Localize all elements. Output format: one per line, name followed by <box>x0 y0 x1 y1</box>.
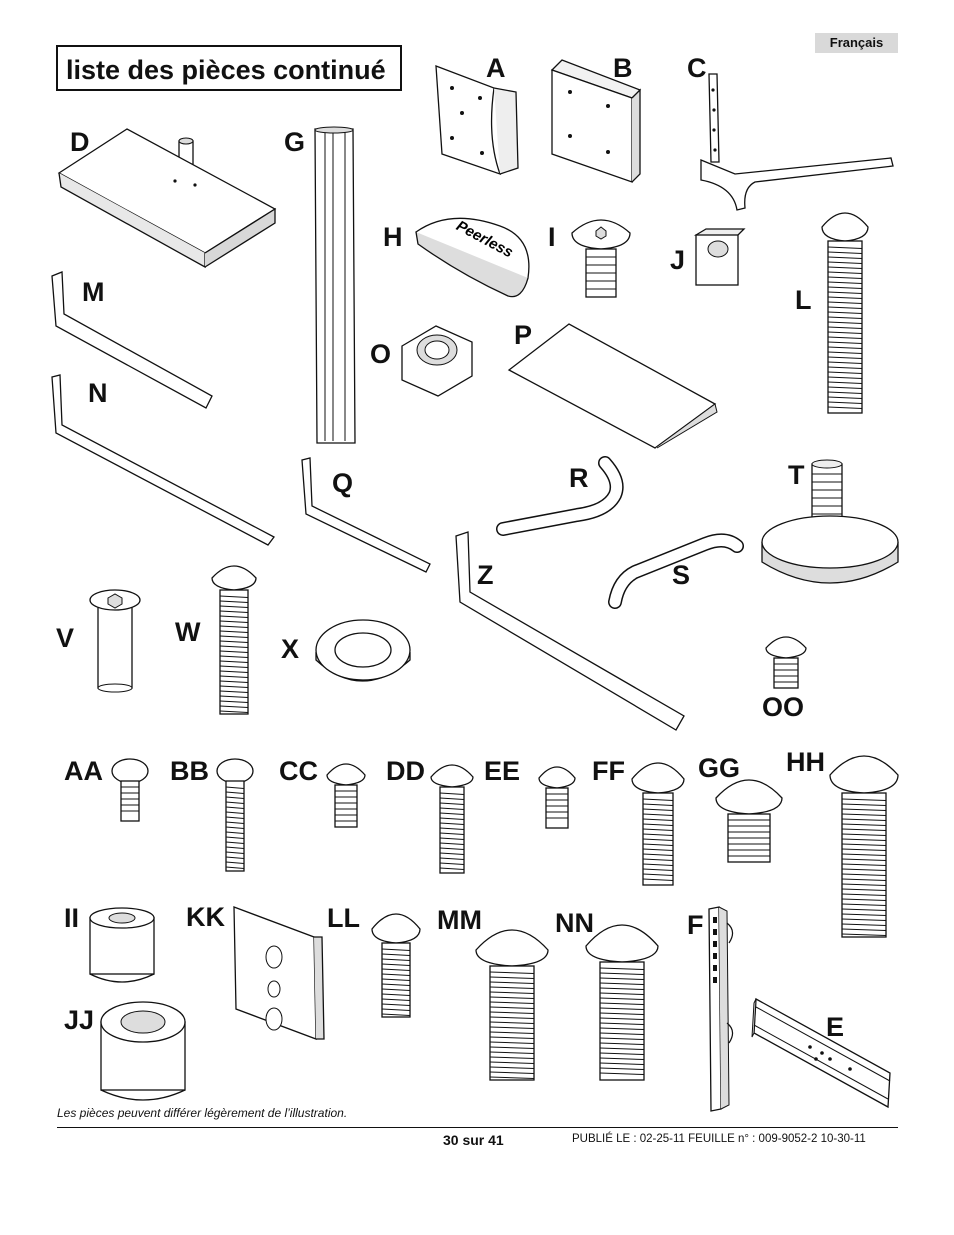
part-bb-illustration <box>216 758 254 872</box>
part-label-kk: KK <box>186 902 225 932</box>
part-label-r: R <box>569 463 589 493</box>
part-e-illustration <box>751 997 891 1109</box>
part-label-o: O <box>370 339 392 369</box>
language-badge: Français <box>815 33 898 53</box>
part-oo-illustration <box>765 636 807 689</box>
part-z-illustration <box>455 531 685 731</box>
part-label-s: S <box>672 560 691 590</box>
publication-info: PUBLIÉ LE : 02-25-11 FEUILLE n° : 009-90… <box>572 1133 866 1145</box>
part-label-d: D <box>70 127 90 157</box>
part-label-z: Z <box>477 560 494 590</box>
part-label-j: J <box>670 245 686 275</box>
part-mm-illustration <box>475 929 549 1081</box>
part-gg-illustration <box>715 779 783 863</box>
part-h-illustration: Peerless <box>415 217 530 298</box>
part-j-illustration <box>693 228 746 286</box>
part-f-illustration <box>708 906 734 1112</box>
disclaimer-note: Les pièces peuvent différer légèrement d… <box>57 1106 348 1120</box>
part-ll-illustration <box>371 913 421 1018</box>
part-m-illustration <box>51 271 213 409</box>
part-label-p: P <box>514 320 533 350</box>
part-label-ff: FF <box>592 756 625 786</box>
part-label-aa: AA <box>64 756 103 786</box>
part-v-illustration <box>89 589 141 693</box>
part-g-illustration <box>314 126 356 444</box>
part-t-illustration <box>761 459 899 584</box>
part-label-ii: II <box>64 903 80 933</box>
part-b-illustration <box>550 59 642 183</box>
part-label-v: V <box>56 623 75 653</box>
part-n-illustration <box>51 374 275 546</box>
part-x-illustration <box>315 619 411 682</box>
part-label-oo: OO <box>762 692 805 722</box>
part-label-a: A <box>486 53 506 83</box>
part-cc-illustration <box>326 763 366 828</box>
part-label-c: C <box>687 53 707 83</box>
part-label-nn: NN <box>555 908 594 938</box>
part-o-illustration <box>401 325 473 397</box>
page-title: liste des pièces continué <box>56 45 402 91</box>
part-label-h: H <box>383 222 403 252</box>
part-label-ee: EE <box>484 756 521 786</box>
part-w-illustration <box>211 565 257 715</box>
part-label-n: N <box>88 378 108 408</box>
part-label-l: L <box>795 285 812 315</box>
part-ee-illustration <box>538 766 576 829</box>
part-nn-illustration <box>585 924 659 1081</box>
part-jj-illustration <box>100 1001 186 1101</box>
part-label-cc: CC <box>279 756 318 786</box>
part-label-i: I <box>548 222 556 252</box>
part-label-mm: MM <box>437 905 482 935</box>
part-label-gg: GG <box>698 753 741 783</box>
part-r-illustration <box>496 456 624 536</box>
part-hh-illustration <box>829 755 899 938</box>
part-dd-illustration <box>430 764 474 874</box>
part-label-t: T <box>788 460 805 490</box>
part-label-w: W <box>175 617 201 647</box>
part-ff-illustration <box>631 762 685 886</box>
part-label-m: M <box>82 277 105 307</box>
part-label-x: X <box>281 634 300 664</box>
part-p-illustration <box>507 323 718 449</box>
footer-rule <box>57 1127 898 1128</box>
part-label-jj: JJ <box>64 1005 95 1035</box>
part-aa-illustration <box>111 758 149 822</box>
part-label-dd: DD <box>386 756 425 786</box>
part-label-e: E <box>826 1012 845 1042</box>
page-number: 30 sur 41 <box>443 1132 504 1148</box>
part-label-b: B <box>613 53 633 83</box>
part-label-g: G <box>284 127 306 157</box>
part-label-hh: HH <box>786 747 825 777</box>
part-a-illustration <box>435 65 519 176</box>
part-l-illustration <box>821 212 869 414</box>
part-ii-illustration <box>89 907 155 983</box>
part-c-illustration <box>700 73 894 211</box>
part-label-f: F <box>687 910 704 940</box>
part-label-bb: BB <box>170 756 209 786</box>
part-q-illustration <box>301 457 431 573</box>
part-label-ll: LL <box>327 903 360 933</box>
part-label-q: Q <box>332 468 354 498</box>
part-kk-illustration <box>233 906 325 1040</box>
part-i-illustration <box>571 219 631 298</box>
part-d-illustration <box>57 128 277 269</box>
part-s-illustration <box>608 533 744 609</box>
